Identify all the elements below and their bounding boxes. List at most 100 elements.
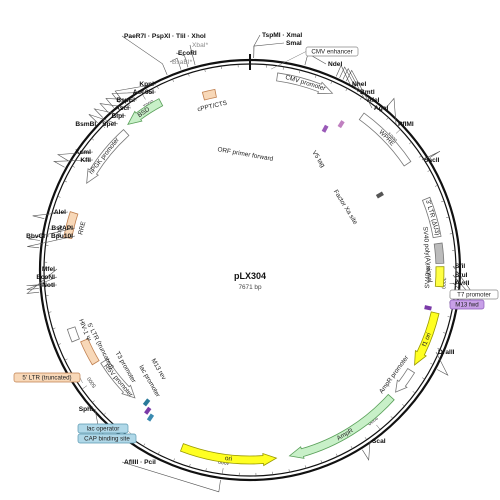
scale-tick: [92, 400, 95, 403]
scale-tick: [91, 138, 95, 141]
scale-tick: [72, 165, 75, 168]
restriction-site-label: KflI: [80, 157, 91, 164]
scale-tick: [143, 443, 146, 447]
scale-tick: [359, 96, 362, 100]
scale-tick: [335, 453, 338, 457]
restriction-site-label: PaeR7I · PspXI · TliI · XhoI: [124, 33, 206, 40]
restriction-site-label: SmaI: [286, 40, 302, 47]
site-leader-line: [175, 52, 189, 68]
scale-tick: [48, 311, 52, 313]
callout-lac-operator: lac operator: [77, 423, 129, 434]
scale-tick: [48, 228, 55, 231]
feature-shape: [179, 443, 278, 467]
plasmid-name: pLX304: [234, 271, 266, 281]
feature-cppt-cts: cPPT/CTS: [197, 88, 228, 114]
scale-tick: [412, 391, 416, 394]
inner-label: ORF primer forward: [217, 146, 274, 163]
restriction-site-label: SphI: [79, 406, 93, 413]
restriction-site-label: AleI: [54, 209, 66, 216]
restriction-site-label: BsaBI*: [172, 59, 193, 66]
callout-label: T7 promoter: [457, 292, 491, 299]
feature-hpgk-promoter: hPGK promoter: [86, 128, 130, 184]
site-leader-lines: [26, 34, 474, 493]
feature-shape: [86, 128, 130, 184]
feature-shape: [433, 242, 445, 264]
scale-tick-label: 5000: [86, 375, 98, 388]
feature-ori: ori: [179, 443, 278, 467]
restriction-site-label: AfeI: [367, 97, 380, 104]
scale-tick: [173, 458, 175, 462]
site-leader-line: [253, 42, 285, 59]
feature-shape: [395, 368, 416, 393]
callout-label: CMV enhancer: [311, 49, 352, 56]
feature-shape: [421, 196, 442, 239]
scale-tick: [57, 196, 61, 198]
site-leader-line: [335, 64, 351, 85]
site-leader-line: [435, 351, 449, 376]
restriction-site-label: TspMI · XmaI: [262, 32, 302, 39]
callout-box: [305, 46, 359, 57]
site-leader-line: [32, 211, 69, 220]
feature-label: f1 ori: [421, 332, 433, 348]
scale-tick: [52, 212, 56, 214]
feature-label: AmpR: [336, 427, 355, 442]
callout-cap-binding-site: CAP binding site: [77, 431, 137, 444]
restriction-sites: PaeR7I · PspXI · TliI · XhoIXbaI*EcoRIBs…: [26, 32, 469, 466]
plasmid-backbone: [38, 54, 462, 482]
feature-marker: [375, 191, 384, 199]
feature-shape: [288, 393, 395, 459]
site-leader-line: [421, 151, 441, 161]
callout-box: [77, 423, 129, 434]
callout-box: [13, 372, 81, 383]
feature-label: ori: [225, 455, 233, 463]
scale-tick: [157, 451, 160, 455]
inner-label: Factor Xa site: [332, 189, 359, 227]
site-leader-line: [189, 44, 196, 66]
site-leader-line: [93, 108, 127, 118]
scale-tick: [427, 169, 431, 172]
restriction-site-label: BlpI: [112, 113, 125, 120]
scale-tick: [64, 180, 68, 183]
feature-label: SV40 poly(A) signal: [421, 226, 433, 283]
scale-tick-label: 6000: [56, 225, 64, 238]
scale-tick: [386, 117, 389, 120]
site-leader-line: [121, 35, 168, 75]
restriction-site-label: AvrII: [455, 280, 470, 287]
scale-tick: [156, 86, 159, 89]
site-leader-line: [26, 268, 58, 294]
scale-tick: [222, 468, 224, 475]
feature-label: cPPT/CTS: [197, 100, 228, 114]
scale-tick: [330, 80, 333, 84]
site-leader-line: [253, 34, 261, 59]
feature-shape: [66, 326, 80, 343]
feature-sv40-ori: SV40 ori: [424, 264, 445, 289]
scale-tick: [408, 141, 412, 145]
scale-tick: [441, 200, 445, 203]
feature-label: RRE: [77, 221, 87, 236]
site-leader-line: [121, 461, 221, 493]
feature-label: SV40 ori: [424, 264, 432, 289]
restriction-site-label: BspEI: [116, 97, 135, 104]
scale-tick: [434, 185, 438, 187]
feature-marker: [321, 124, 329, 133]
callout-box: [77, 433, 137, 444]
scale-tick: [447, 316, 451, 318]
site-leader-line: [342, 68, 366, 101]
feature-sv40-poly-a-signal: SV40 poly(A) signal: [421, 226, 445, 283]
feature-shape: [100, 358, 136, 399]
restriction-site-label: DraIII: [438, 349, 455, 356]
scale-tick: [64, 358, 68, 361]
restriction-site-label: StuI: [455, 272, 468, 279]
scale-tick: [304, 465, 307, 469]
site-leader-line: [27, 235, 76, 249]
feature-ampr-promoter: AmpR promoter: [378, 354, 416, 395]
scale-tick: [430, 362, 434, 365]
site-leader-line: [26, 284, 58, 286]
restriction-site-label: NdeI: [328, 61, 342, 68]
feature-marker: [424, 305, 432, 311]
restriction-site-label: EcoNI: [36, 274, 55, 281]
scale-tick: [52, 327, 56, 330]
callout-label: CAP binding site: [84, 436, 130, 443]
restriction-site-label: ScaI: [372, 438, 386, 445]
